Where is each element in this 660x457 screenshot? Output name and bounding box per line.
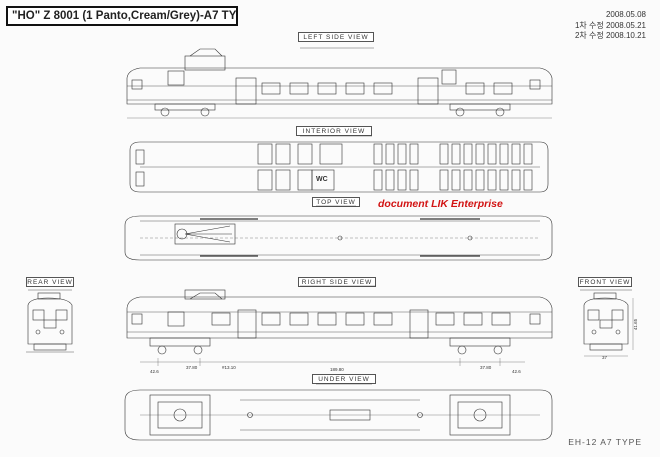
under-view (124, 383, 553, 441)
left-side-view (126, 47, 553, 119)
top-view-label: TOP VIEW (312, 197, 360, 207)
revision-dates: 2008.05.08 1차 수정 2008.05.21 2차 수정 2008.1… (575, 10, 646, 42)
drawing-footer: EH-12 A7 TYPE (568, 437, 642, 447)
right-side-view (126, 285, 553, 366)
revision-2: 2차 수정 2008.10.21 (574, 31, 646, 40)
dim-wheelbase: #13.10 (222, 365, 236, 370)
left-side-view-label: LEFT SIDE VIEW (298, 32, 374, 42)
wc-label: WC (316, 176, 328, 183)
interior-view (129, 135, 549, 193)
original-date: 2008.05.08 (605, 10, 646, 19)
dim-front-width: 37 (602, 355, 608, 360)
drawing-title: "HO" Z 8001 (1 Panto,Cream/Grey)-A7 TYPE (6, 6, 238, 26)
front-view (580, 289, 634, 357)
dim-bogie-left: 37.80 (186, 365, 198, 370)
top-view (124, 205, 553, 261)
dim-overall: 189.80 (330, 367, 344, 372)
revision-1: 1차 수정 2008.05.21 (574, 20, 646, 30)
watermark-text: document LIK Enterprise (378, 198, 503, 210)
dim-end-right: 42.6 (512, 369, 521, 374)
dim-bogie-right: 37.80 (480, 365, 492, 370)
rear-view (26, 289, 74, 353)
dim-end-left: 42.6 (150, 369, 159, 374)
interior-view-label: INTERIOR VIEW (296, 126, 372, 136)
rear-view-label: REAR VIEW (26, 277, 74, 287)
right-side-view-label: RIGHT SIDE VIEW (298, 277, 376, 287)
under-view-label: UNDER VIEW (312, 374, 376, 384)
front-view-label: FRONT VIEW (578, 277, 632, 287)
